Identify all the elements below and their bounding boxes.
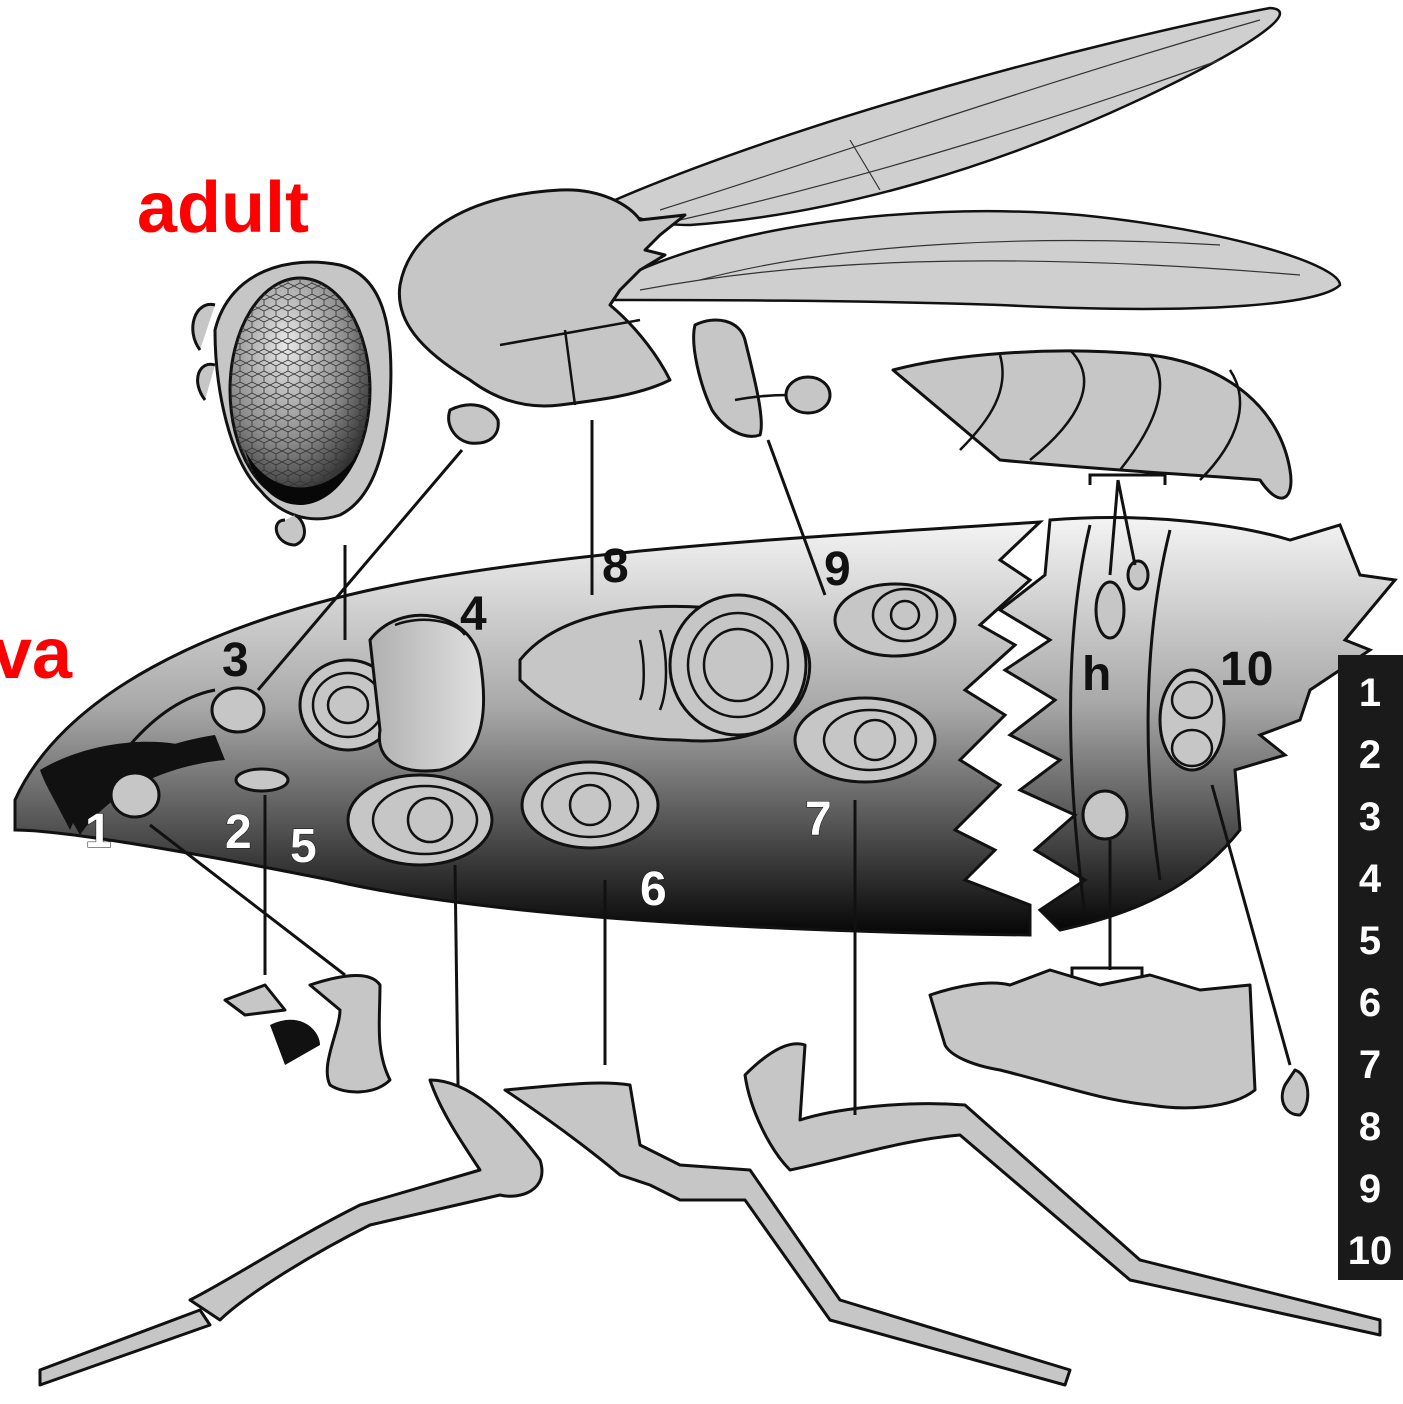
disc-label-7: 7 — [805, 793, 832, 846]
legend-item-4: 4 — [1359, 857, 1382, 901]
disc-label-1: 1 — [85, 805, 112, 858]
adult-haltere — [694, 320, 830, 436]
legend-item-5: 5 — [1359, 919, 1381, 963]
disc-label-9: 9 — [824, 543, 851, 596]
legend-item-9: 9 — [1359, 1167, 1381, 1211]
legend-item-8: 8 — [1359, 1105, 1381, 1149]
disc-3 — [212, 688, 264, 732]
legend-item-2: 2 — [1359, 733, 1381, 777]
disc-label-8: 8 — [602, 540, 629, 593]
disc-label-10: 10 — [1220, 643, 1273, 696]
adult-prothorax-piece — [449, 405, 499, 443]
adult-genital-piece — [1282, 1070, 1308, 1115]
disc-label-6: 6 — [640, 863, 667, 916]
adult-abdomen-strip — [930, 970, 1255, 1108]
adult-mouthparts — [225, 976, 390, 1092]
stage-label-larva: va — [0, 614, 73, 694]
adult-leg-1 — [40, 1080, 542, 1385]
disc-7 — [795, 698, 935, 782]
disc-9 — [835, 584, 955, 656]
legend-item-6: 6 — [1359, 981, 1381, 1025]
legend-bar: 1 2 3 4 5 6 7 8 9 10 — [1338, 655, 1403, 1280]
stage-label-adult: adult — [137, 168, 309, 248]
disc-label-5: 5 — [290, 820, 317, 873]
legend-item-10: 10 — [1348, 1229, 1393, 1273]
disc-label-h: h — [1082, 648, 1111, 701]
disc-label-2: 2 — [225, 806, 252, 859]
adult-wings — [600, 8, 1340, 309]
disc-6 — [522, 762, 658, 848]
disc-1 — [111, 773, 159, 817]
disc-5 — [348, 775, 492, 865]
legend-item-1: 1 — [1359, 671, 1381, 715]
legend-item-3: 3 — [1359, 795, 1381, 839]
disc-10 — [1160, 670, 1224, 770]
adult-head — [193, 262, 391, 545]
disc-label-3: 3 — [222, 634, 249, 687]
legend-item-7: 7 — [1359, 1043, 1381, 1087]
disc-2 — [236, 769, 288, 791]
disc-label-4: 4 — [460, 588, 487, 641]
